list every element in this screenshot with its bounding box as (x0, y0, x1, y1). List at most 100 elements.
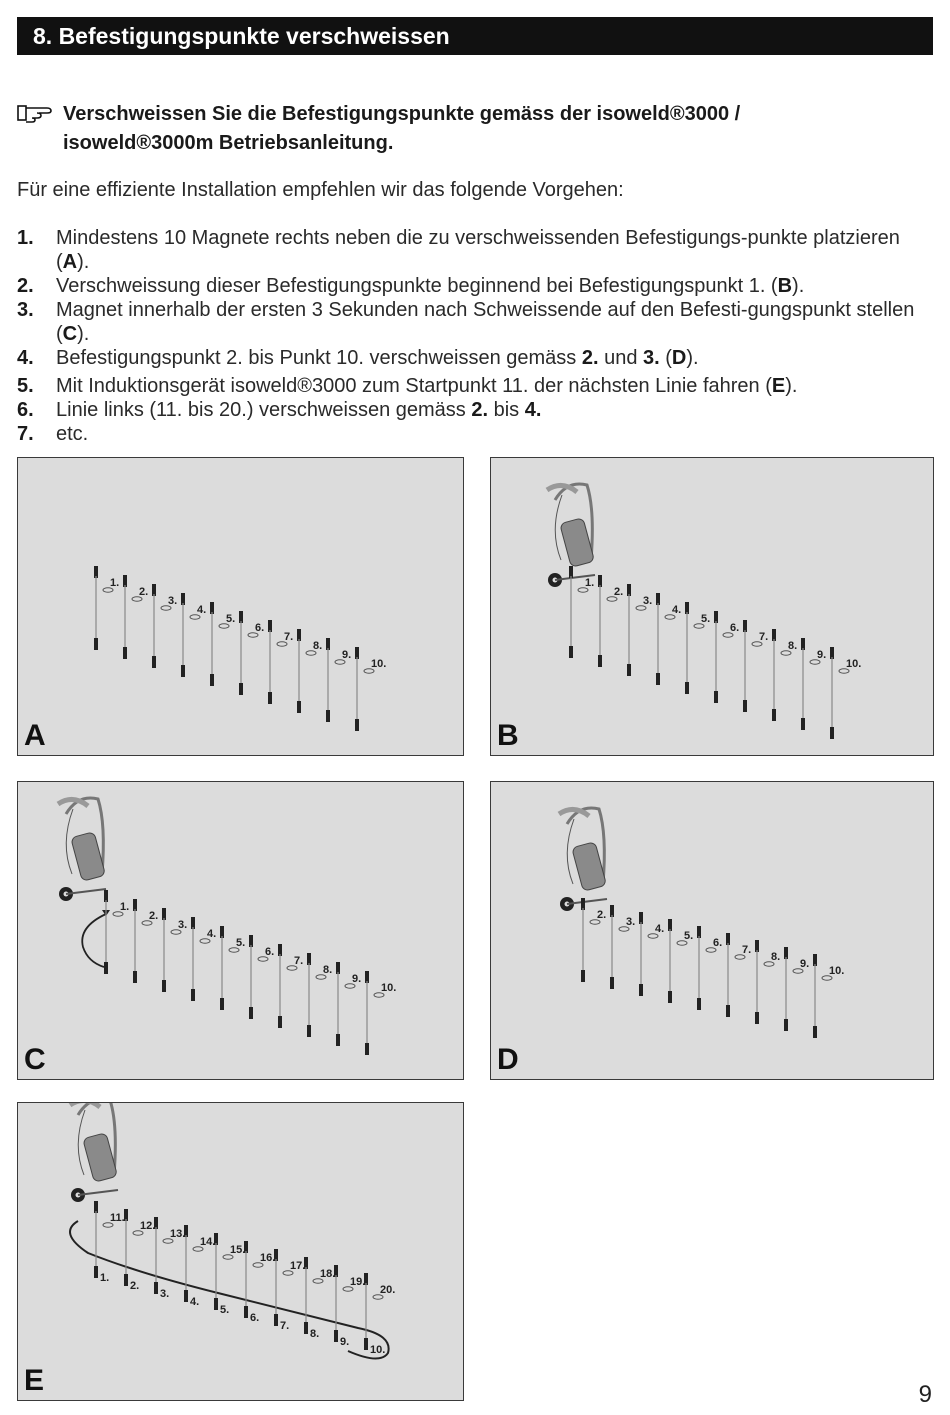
magnet-top (220, 926, 224, 938)
magnet-bottom (214, 1298, 218, 1310)
fastening-point (218, 623, 230, 629)
point-label: 4. (672, 604, 681, 616)
magnet-bottom (743, 700, 747, 712)
point-label: 4. (207, 928, 216, 940)
magnet-bottom (124, 1274, 128, 1286)
magnet-bottom (656, 673, 660, 685)
step-text: Linie links (11. bis 20.) verschweissen … (56, 399, 472, 421)
magnet-top (668, 919, 672, 931)
magnet-top (104, 890, 108, 902)
magnet-bottom (94, 638, 98, 650)
point-label: 8. (323, 964, 332, 976)
point-label: 10. (829, 965, 844, 977)
step-item: 4.Befestigungspunkt 2. bis Punkt 10. ver… (17, 346, 932, 370)
step-text: 2. (581, 347, 599, 369)
magnet-top (569, 566, 573, 578)
step-text: ). (77, 323, 90, 345)
magnet-top (743, 620, 747, 632)
point-label: 2. (130, 1280, 139, 1292)
magnet-bottom (813, 1026, 817, 1038)
magnet-top (755, 940, 759, 952)
fastening-point (838, 668, 850, 674)
magnet-top (124, 1209, 128, 1221)
magnet-top (249, 935, 253, 947)
magnet-top (355, 647, 359, 659)
magnet-bottom (210, 674, 214, 686)
fastening-point (676, 940, 688, 946)
fastening-point (722, 632, 734, 638)
magnet-bottom (801, 718, 805, 730)
point-label: 14. (200, 1236, 215, 1248)
point-label: 1. (585, 577, 594, 589)
magnet-bottom (755, 1012, 759, 1024)
fastening-point (189, 614, 201, 620)
point-label: 1. (100, 1272, 109, 1284)
fastening-point (342, 1286, 354, 1292)
point-label: 8. (788, 640, 797, 652)
magnet-top (685, 602, 689, 614)
fastening-point (577, 587, 589, 593)
point-label: 8. (313, 640, 322, 652)
magnet-top (152, 584, 156, 596)
point-label: 7. (280, 1320, 289, 1332)
fastening-point (809, 659, 821, 665)
magnet-bottom (714, 691, 718, 703)
figure-reference: A (62, 251, 78, 273)
fastening-point (606, 596, 618, 602)
point-label: 6. (265, 946, 274, 958)
fastening-point (282, 1270, 294, 1276)
magnet-bottom (123, 647, 127, 659)
point-label: 6. (250, 1312, 259, 1324)
intro-text: Für eine effiziente Installation empfehl… (17, 179, 624, 201)
figure-reference: E (771, 375, 786, 397)
welder-frame (65, 888, 107, 895)
figure-label-E: E (24, 1364, 45, 1397)
welder-handle (553, 482, 594, 561)
step-item: 7.etc. (17, 422, 932, 446)
magnet-top (278, 944, 282, 956)
point-label: 4. (190, 1296, 199, 1308)
step-text: bis (488, 399, 525, 421)
magnet-bottom (355, 719, 359, 731)
point-label: 2. (139, 586, 148, 598)
welder-body (83, 1133, 117, 1182)
magnet-bottom (184, 1290, 188, 1302)
point-label: 8. (771, 951, 780, 963)
point-label: 3. (643, 595, 652, 607)
magnet-bottom (627, 664, 631, 676)
magnet-bottom (726, 1005, 730, 1017)
point-label: 15. (230, 1244, 245, 1256)
magnet-top (133, 899, 137, 911)
point-label: 3. (160, 1288, 169, 1300)
step-text: Mit Induktionsgerät isoweld®3000 zum Sta… (56, 375, 772, 397)
point-label: 5. (701, 613, 710, 625)
magnet-bottom (162, 980, 166, 992)
magnet-top (326, 638, 330, 650)
step-number: 1. (17, 227, 34, 249)
step-item: 3.Magnet innerhalb der ersten 3 Sekunden… (17, 298, 932, 346)
figure-A-drawing: 1.2.3.4.5.6.7.8.9.10. (94, 566, 386, 731)
welder-grip (56, 797, 90, 809)
magnet-top (123, 575, 127, 587)
fastening-point (751, 641, 763, 647)
step-text: Verschweissung dieser Befestigungspunkte… (56, 275, 778, 297)
magnet-bottom (307, 1025, 311, 1037)
point-label: 6. (730, 622, 739, 634)
welder-body (71, 832, 105, 881)
fastening-point (102, 587, 114, 593)
fastening-point (315, 974, 327, 980)
step-item: 2.Verschweissung dieser Befestigungspunk… (17, 274, 932, 298)
magnet-bottom (181, 665, 185, 677)
magnet-bottom (334, 1330, 338, 1342)
fastening-point (222, 1254, 234, 1260)
magnet-bottom (220, 998, 224, 1010)
magnet-top (154, 1217, 158, 1229)
welder-grip (545, 483, 579, 495)
step-number: 4. (17, 347, 34, 369)
point-label: 9. (817, 649, 826, 661)
fastening-point (373, 992, 385, 998)
magnet-bottom (365, 1043, 369, 1055)
welder-frame (566, 898, 608, 905)
point-label: 3. (178, 919, 187, 931)
magnet-top (214, 1233, 218, 1245)
